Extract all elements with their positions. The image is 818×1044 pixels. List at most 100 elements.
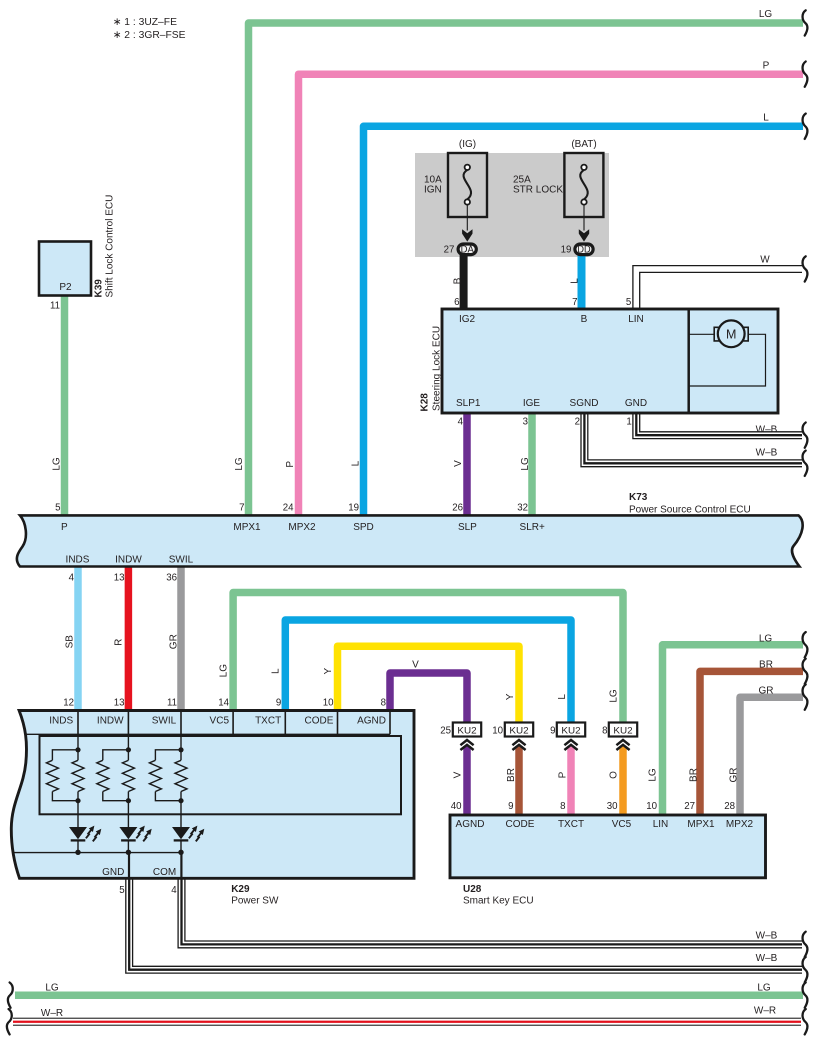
- svg-text:MPX2: MPX2: [726, 819, 754, 830]
- svg-text:4: 4: [458, 417, 464, 428]
- svg-text:SB: SB: [65, 635, 76, 649]
- svg-text:LG: LG: [234, 457, 245, 471]
- svg-text:W–R: W–R: [754, 1006, 776, 1017]
- svg-text:IG2: IG2: [459, 314, 476, 325]
- svg-text:P: P: [61, 522, 68, 533]
- svg-text:KU2: KU2: [509, 725, 528, 736]
- svg-text:8: 8: [602, 726, 607, 737]
- svg-text:W–B: W–B: [756, 448, 778, 459]
- svg-text:KU2: KU2: [561, 725, 580, 736]
- svg-text:K28: K28: [420, 393, 431, 412]
- svg-text:GR: GR: [729, 768, 740, 783]
- svg-text:VC5: VC5: [210, 716, 230, 727]
- svg-text:LG: LG: [45, 983, 59, 994]
- svg-text:W–R: W–R: [41, 1008, 63, 1019]
- svg-text:SPD: SPD: [353, 522, 374, 533]
- svg-text:K39: K39: [94, 279, 105, 298]
- svg-text:BR: BR: [688, 768, 699, 782]
- svg-text:2: 2: [575, 417, 580, 428]
- svg-text:O: O: [608, 771, 619, 779]
- svg-text:19: 19: [348, 503, 359, 514]
- svg-text:GND: GND: [625, 398, 647, 409]
- svg-text:STR LOCK: STR LOCK: [513, 185, 563, 196]
- svg-text:LG: LG: [218, 664, 229, 678]
- svg-text:L: L: [350, 460, 361, 466]
- svg-text:TXCT: TXCT: [558, 819, 584, 830]
- svg-text:SGND: SGND: [570, 398, 599, 409]
- svg-text:SLP: SLP: [458, 522, 477, 533]
- svg-text:25A: 25A: [513, 175, 531, 186]
- svg-text:P: P: [763, 61, 770, 72]
- svg-text:MPX1: MPX1: [233, 522, 261, 533]
- svg-text:VC5: VC5: [612, 819, 632, 830]
- svg-text:L: L: [271, 668, 282, 674]
- svg-text:11: 11: [50, 301, 60, 312]
- svg-text:14: 14: [218, 697, 229, 708]
- svg-text:36: 36: [166, 573, 177, 584]
- svg-text:GR: GR: [169, 634, 180, 649]
- svg-text:V: V: [453, 460, 464, 467]
- svg-text:SLP1: SLP1: [456, 398, 481, 409]
- svg-text:4: 4: [69, 573, 75, 584]
- svg-text:B: B: [453, 277, 464, 284]
- svg-text:40: 40: [451, 801, 462, 812]
- svg-text:BR: BR: [506, 768, 517, 782]
- svg-text:9: 9: [550, 726, 555, 737]
- svg-text:IGE: IGE: [523, 398, 541, 409]
- svg-text:SWIL: SWIL: [169, 554, 194, 565]
- svg-text:W–B: W–B: [756, 953, 778, 964]
- svg-text:LIN: LIN: [628, 314, 644, 325]
- svg-text:BR: BR: [759, 660, 773, 671]
- svg-text:(BAT): (BAT): [571, 139, 596, 150]
- svg-text:5: 5: [626, 297, 631, 308]
- svg-text:L: L: [763, 112, 769, 123]
- svg-text:Y: Y: [505, 693, 516, 700]
- svg-text:SLR+: SLR+: [520, 522, 545, 533]
- svg-text:5: 5: [119, 885, 124, 896]
- svg-text:TXCT: TXCT: [255, 716, 281, 727]
- svg-text:P: P: [558, 771, 569, 778]
- svg-text:19: 19: [561, 244, 572, 255]
- svg-text:L: L: [557, 694, 568, 700]
- svg-text:GND: GND: [102, 867, 124, 878]
- svg-text:7: 7: [239, 503, 244, 514]
- svg-text:W: W: [760, 254, 770, 265]
- svg-text:V: V: [452, 771, 463, 778]
- svg-text:27: 27: [444, 244, 455, 255]
- svg-text:8: 8: [381, 697, 386, 708]
- svg-text:K29: K29: [231, 884, 250, 895]
- svg-text:26: 26: [452, 503, 463, 514]
- svg-text:9: 9: [508, 801, 513, 812]
- svg-text:INDS: INDS: [66, 554, 90, 565]
- svg-text:9: 9: [276, 697, 281, 708]
- svg-text:MPX2: MPX2: [288, 522, 316, 533]
- svg-text:11: 11: [167, 697, 177, 708]
- svg-text:LG: LG: [647, 768, 658, 782]
- svg-text:L: L: [569, 278, 580, 284]
- svg-text:Y: Y: [323, 668, 334, 675]
- svg-text:(IG): (IG): [459, 139, 476, 150]
- svg-text:LG: LG: [759, 633, 773, 644]
- svg-text:U28: U28: [463, 884, 482, 895]
- svg-text:LG: LG: [520, 457, 531, 471]
- svg-text:7: 7: [572, 297, 577, 308]
- svg-text:12: 12: [63, 697, 74, 708]
- svg-text:AGND: AGND: [456, 819, 485, 830]
- svg-text:P2: P2: [59, 282, 72, 293]
- svg-text:LG: LG: [609, 689, 620, 703]
- svg-text:INDW: INDW: [115, 554, 142, 565]
- svg-text:Power SW: Power SW: [231, 896, 279, 907]
- svg-text:10: 10: [492, 726, 503, 737]
- svg-text:24: 24: [283, 503, 294, 514]
- svg-text:Shift Lock Control ECU: Shift Lock Control ECU: [105, 195, 116, 298]
- svg-text:10: 10: [646, 801, 657, 812]
- svg-text:KU2: KU2: [457, 725, 476, 736]
- svg-text:IGN: IGN: [424, 185, 442, 196]
- svg-text:LG: LG: [51, 457, 62, 471]
- svg-text:LG: LG: [757, 983, 771, 994]
- svg-text:28: 28: [724, 801, 735, 812]
- svg-text:1: 1: [626, 417, 631, 428]
- svg-text:W–B: W–B: [756, 425, 778, 436]
- svg-text:Smart Key ECU: Smart Key ECU: [463, 896, 534, 907]
- svg-text:32: 32: [517, 503, 528, 514]
